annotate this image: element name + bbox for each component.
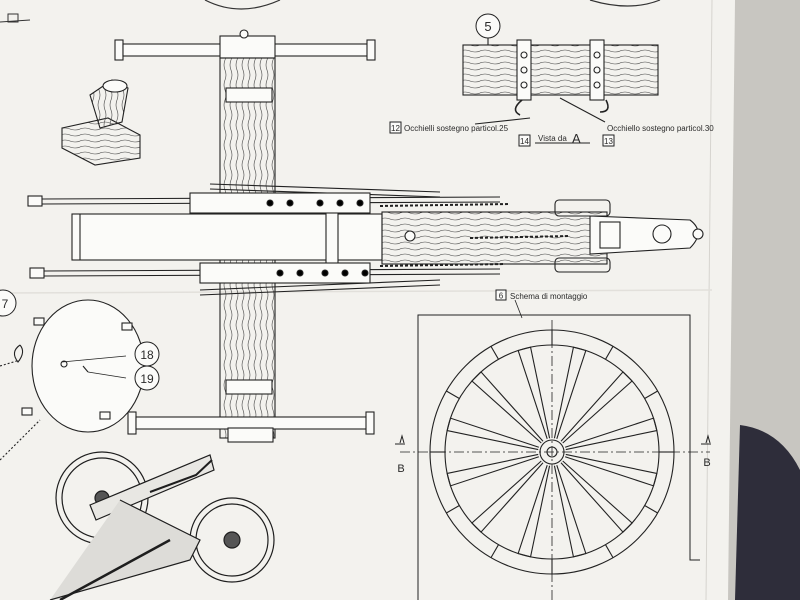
part-18-label: 18 [140, 348, 154, 362]
axle-top [114, 29, 376, 61]
wheel-spoke [564, 453, 658, 487]
wheel-spoke [471, 460, 544, 533]
paper-fold-horizontal [0, 289, 713, 294]
callout-12-text: Occhielli sostegno particol.25 [404, 124, 509, 133]
felloe-joint [490, 544, 499, 558]
callout-13-box [602, 134, 615, 147]
partial-wheel-top [204, 0, 281, 10]
detail-number-circle [475, 13, 501, 39]
wheel-spoke [553, 346, 587, 440]
callout-12-number: 12 [391, 124, 400, 133]
callout-12-box [389, 121, 402, 134]
paper-fold [705, 0, 713, 600]
callout-13-number: 13 [604, 137, 613, 146]
felloe-joint [644, 505, 658, 514]
section-mark-right: B [703, 457, 710, 469]
wheel-spoke [446, 453, 540, 487]
section-mark-left: B [397, 463, 404, 475]
felloe-joint [446, 390, 460, 399]
cannon-perspective-sketch [49, 451, 275, 600]
view-letter: A [572, 131, 581, 146]
wheel-assembly-scheme [400, 320, 710, 600]
callout-14-box [518, 134, 531, 147]
wheel-spoke [560, 371, 633, 444]
callout-13-text: Occhiello sostegno particol.30 [607, 124, 714, 133]
detail-number: 5 [484, 19, 491, 34]
felloe-joint [446, 505, 460, 514]
scheme-frame [417, 314, 700, 600]
scheme-title: Schema di montaggio [510, 292, 588, 301]
detail-view-5 [462, 38, 659, 144]
felloe-joint [605, 544, 614, 558]
wheel-spoke [446, 417, 540, 451]
felloe-joint [605, 346, 614, 360]
part-7-circle [0, 289, 17, 317]
part-7-label: 7 [2, 297, 9, 311]
axle-bottom [127, 411, 375, 443]
wheel-spoke [517, 464, 551, 558]
wheel-spoke [517, 346, 551, 440]
felloe-joint [644, 390, 658, 399]
cannon-barrel-assembly [27, 183, 704, 296]
wheel-spoke [553, 464, 587, 558]
partial-wheel-top-right [589, 0, 661, 7]
scheme-number-box [495, 289, 507, 301]
wheel-spoke [564, 417, 658, 451]
wheel-spoke [471, 371, 544, 444]
section-mark-left-icon [395, 434, 405, 445]
dark-object [735, 425, 800, 600]
wheel-spoke [560, 460, 633, 533]
scheme-number: 6 [499, 292, 504, 301]
trail-piece-sketch [61, 79, 141, 166]
callout-14-number: 14 [520, 137, 529, 146]
wheel-disc-exploded [0, 299, 145, 461]
view-label: Vista da [538, 134, 567, 143]
paper-sheet [0, 0, 735, 600]
felloe-joint [490, 346, 499, 360]
small-part-top-left [0, 13, 31, 23]
section-mark-right-icon [701, 434, 711, 445]
part-19-circle [134, 365, 160, 391]
part-19-label: 19 [140, 372, 154, 386]
